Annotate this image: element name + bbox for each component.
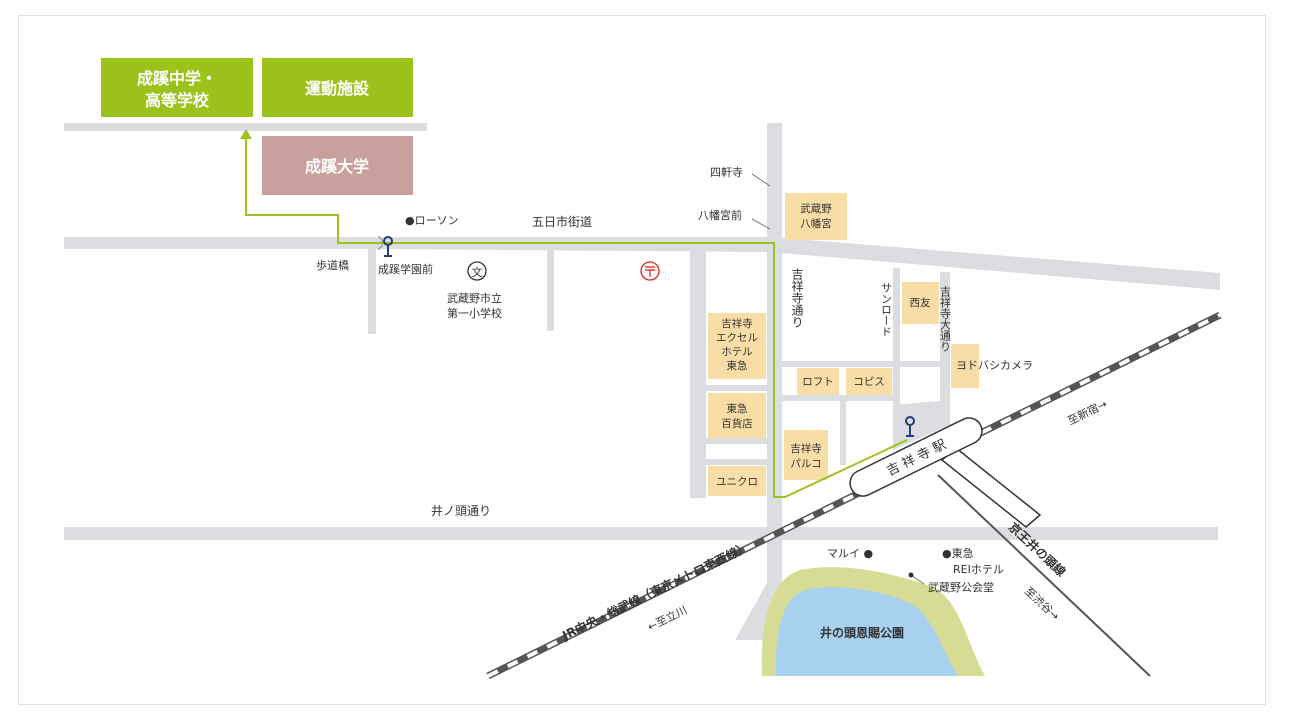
block-copice	[846, 368, 892, 395]
excel-label-2: エクセル	[716, 332, 758, 344]
uniqlo-label: ユニクロ	[716, 476, 758, 488]
to-shibuya-label: 至渋谷→	[1022, 585, 1062, 623]
road-cross-4	[706, 438, 767, 444]
road-itsukaichi-left	[64, 237, 384, 249]
junior-high-label-2: 高等学校	[145, 91, 210, 110]
block-junior-high[interactable]	[101, 58, 253, 117]
inokashira-park: 井の頭恩賜公園	[761, 567, 985, 676]
bus-stop-icon	[383, 236, 393, 257]
shikenji-label: 四軒寺	[710, 166, 743, 179]
road-cross-5	[706, 459, 767, 465]
post-office-icon	[640, 261, 660, 281]
kokaido-dot	[908, 572, 914, 578]
copice-label: コピス	[853, 376, 885, 388]
block-sports[interactable]	[262, 58, 413, 117]
campus: 成蹊中学・ 高等学校 運動施設 成蹊大学	[101, 58, 413, 195]
road-cross-2	[782, 395, 893, 401]
arrow-up-icon	[240, 129, 252, 139]
block-hachimangu	[785, 193, 847, 240]
block-seiyu	[902, 282, 939, 324]
kichijoji-dori-label: 吉祥寺通り	[790, 268, 804, 328]
block-tokyu-dept	[708, 393, 766, 438]
parco-label-2: パルコ	[790, 458, 821, 470]
bus-stop-icon	[905, 416, 915, 437]
road-side-1	[368, 249, 376, 334]
parco-label-1: 吉祥寺	[790, 442, 822, 455]
road-top-campus	[64, 123, 427, 131]
road-cross-3	[706, 385, 767, 391]
school-icon: 文	[467, 261, 487, 281]
seiyu-label: 西友	[910, 296, 931, 309]
rei-label-1: ●東急	[942, 546, 974, 560]
marui-label: マルイ ●	[827, 547, 873, 560]
sports-label: 運動施設	[305, 79, 370, 98]
school-label-2: 第一小学校	[447, 306, 502, 320]
to-tachikawa-label: ←至立川	[645, 603, 689, 634]
yodobashi-label: ヨドバシカメラ	[956, 359, 1033, 372]
park-label: 井の頭恩賜公園	[820, 625, 904, 640]
road-sunroad	[893, 268, 900, 418]
block-loft	[797, 368, 839, 395]
kokaido-label: 武蔵野公会堂	[928, 581, 994, 594]
hodokyo-label: 歩道橋	[316, 258, 349, 272]
hachimangu-label-2: 八幡宮	[800, 217, 832, 230]
road-cross-1	[782, 361, 940, 367]
city-blocks	[708, 193, 979, 496]
loft-label: ロフト	[802, 376, 834, 388]
kichijoji-odori-label: 吉祥寺大通り	[939, 286, 952, 352]
road-side-4	[840, 395, 846, 465]
university-label: 成蹊大学	[305, 157, 369, 176]
excel-label-4: 東急	[727, 359, 748, 372]
sunroad-label: サンロード	[880, 282, 893, 337]
tokyu-dept-label-1: 東急	[727, 402, 748, 415]
road-itsukaichi	[384, 237, 1220, 290]
road-side-3	[690, 250, 706, 498]
rei-label-2: REIホテル	[953, 563, 1004, 576]
walking-route	[240, 129, 908, 498]
hachimangu-label-1: 武蔵野	[800, 202, 832, 215]
leader-lines	[751, 173, 925, 585]
block-parco	[784, 430, 828, 480]
svg-text:文: 文	[472, 265, 483, 279]
kichijoji-station: 吉 祥 寺 駅	[849, 417, 1042, 528]
road-inokashira	[64, 527, 1218, 540]
to-shinjuku-label: 至新宿→	[1065, 397, 1109, 428]
excel-label-1: 吉祥寺	[721, 317, 753, 330]
bus-seikei-label: 成蹊学園前	[378, 262, 433, 276]
itsukaichi-label: 五日市街道	[532, 214, 592, 229]
footbridge-mark	[377, 235, 383, 251]
park-pond	[775, 587, 958, 676]
road-station-plaza	[893, 400, 950, 450]
lawson-label: ●ローソン	[405, 214, 459, 227]
school-label-1: 武蔵野市立	[447, 291, 502, 305]
block-uniqlo	[708, 466, 766, 496]
roads	[64, 123, 1220, 640]
junior-high-label-1: 成蹊中学・	[137, 69, 217, 88]
block-yodobashi	[951, 344, 979, 388]
road-side-2	[547, 249, 554, 331]
jr-chuo-line	[486, 311, 1222, 680]
hachimangu-mae-label: 八幡宮前	[698, 208, 742, 222]
excel-label-3: ホテル	[721, 346, 753, 358]
block-university[interactable]	[262, 136, 413, 195]
tokyu-dept-label-2: 百貨店	[721, 417, 753, 430]
block-excel	[708, 313, 766, 379]
inokashira-dori-label: 井ノ頭通り	[431, 504, 491, 518]
road-kichijoji-odori	[940, 272, 950, 422]
keio-inokashira-line	[937, 474, 1151, 677]
